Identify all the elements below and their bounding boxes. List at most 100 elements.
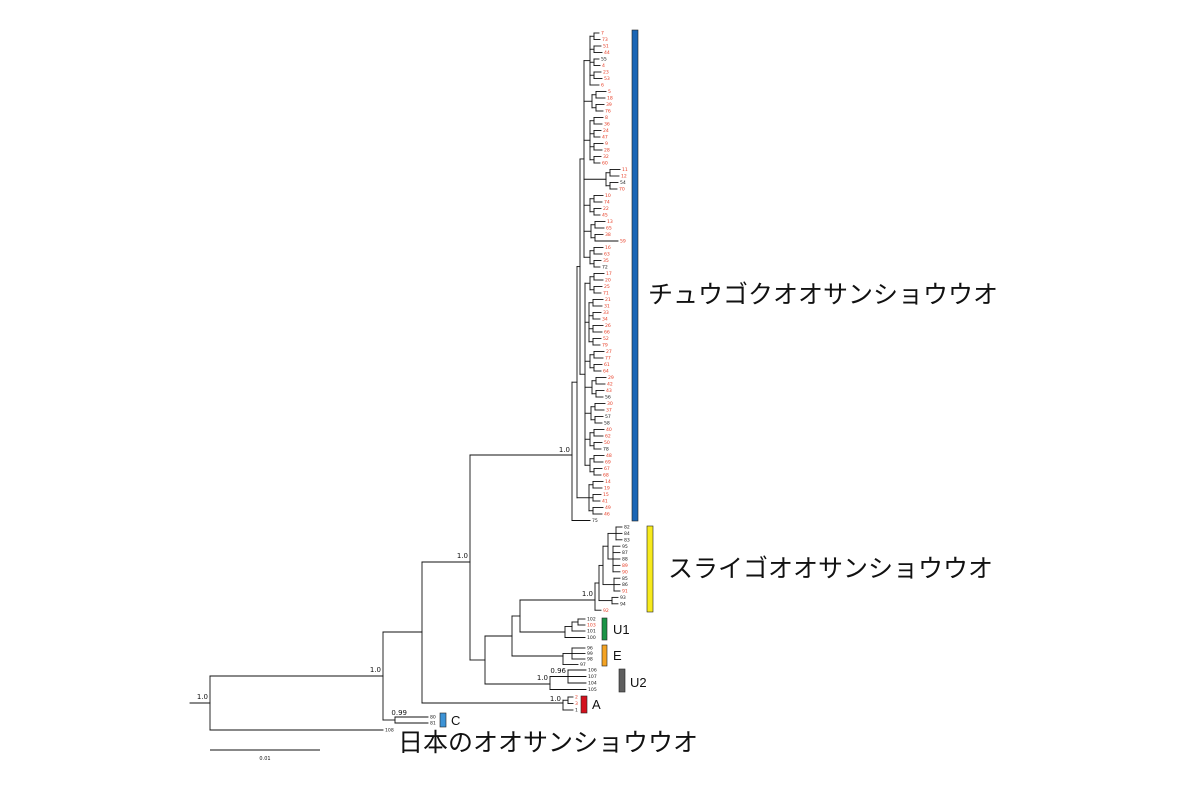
leaf-label: 29 — [608, 375, 614, 381]
leaf-label: 103 — [587, 623, 596, 629]
leaf-label: 11 — [622, 167, 628, 173]
leaf-label: 22 — [603, 206, 609, 212]
leaf-label: 39 — [606, 102, 612, 108]
leaf-label: 17 — [606, 271, 612, 277]
leaf-label: 7 — [601, 31, 604, 37]
leaf-label: 57 — [605, 414, 611, 420]
leaf-label: 6 — [601, 83, 604, 89]
leaf-label: 75 — [592, 518, 598, 524]
leaf-label: 108 — [385, 728, 394, 734]
leaf-label: 92 — [603, 608, 609, 614]
clade-bar-chinese — [631, 29, 639, 522]
leaf-label: 99 — [587, 651, 593, 657]
leaf-label: 21 — [605, 297, 611, 303]
leaf-label: 37 — [606, 408, 612, 414]
leaf-label: 77 — [605, 356, 611, 362]
leaf-label: 13 — [607, 219, 613, 225]
leaf-label: 97 — [580, 662, 586, 668]
leaf-label: 19 — [604, 486, 610, 492]
scale-bar-label: 0.01 — [259, 756, 270, 762]
leaf-label: 3 — [575, 701, 578, 707]
clade-bar-c — [439, 712, 447, 728]
leaf-label: 51 — [603, 44, 609, 50]
leaf-label: 18 — [607, 96, 613, 102]
leaf-label: 76 — [605, 109, 611, 115]
leaf-label: 87 — [622, 550, 628, 556]
leaf-label: 20 — [605, 278, 611, 284]
leaf-label: 16 — [605, 245, 611, 251]
leaf-label: 82 — [624, 525, 630, 531]
leaf-label: 85 — [622, 576, 628, 582]
leaf-label: 78 — [603, 447, 609, 453]
leaf-label: 71 — [603, 291, 609, 297]
clade-bar-e — [601, 644, 608, 667]
leaf-label: 58 — [604, 421, 610, 427]
leaf-label: 86 — [622, 582, 628, 588]
leaf-label: 60 — [602, 161, 608, 167]
leaf-label: 63 — [604, 252, 610, 258]
leaf-label: 102 — [587, 617, 596, 623]
support-c: 0.99 — [391, 709, 407, 717]
leaf-label: 70 — [619, 187, 625, 193]
leaf-label: 94 — [620, 601, 626, 607]
tree-branches — [189, 32, 623, 731]
leaf-label: 79 — [602, 343, 608, 349]
leaf-label: 1 — [575, 708, 578, 714]
leaf-label: 45 — [602, 213, 608, 219]
leaf-label: 15 — [603, 492, 609, 498]
leaf-label: 47 — [602, 135, 608, 141]
leaf-label: 84 — [624, 531, 630, 537]
leaf-label: 32 — [603, 154, 609, 160]
leaf-label: 90 — [622, 569, 628, 575]
clade-bar-a — [580, 695, 588, 714]
support-u2: 1.0 — [537, 674, 548, 682]
clade-bar-u1 — [601, 617, 608, 641]
support-chinese: 1.0 — [559, 446, 570, 454]
leaf-label: 25 — [604, 284, 610, 290]
leaf-label: 91 — [622, 589, 628, 595]
leaf-label: 100 — [587, 635, 596, 641]
clade-bar-u2 — [618, 668, 626, 693]
leaf-label: 40 — [606, 427, 612, 433]
leaf-label: 33 — [603, 310, 609, 316]
leaf-label: 31 — [604, 304, 610, 310]
leaf-label: 73 — [602, 37, 608, 43]
leaf-label: 8 — [605, 115, 608, 121]
clade-bar-sligo — [646, 525, 654, 613]
leaf-label: 72 — [602, 265, 608, 271]
leaf-label: 96 — [587, 646, 593, 652]
leaf-label: 69 — [605, 460, 611, 466]
leaf-label: 107 — [588, 674, 597, 680]
leaf-label: 55 — [601, 57, 607, 63]
leaf-label: 27 — [606, 349, 612, 355]
clade-label-u2: U2 — [630, 675, 647, 690]
leaf-label: 28 — [604, 148, 610, 154]
leaf-label: 35 — [603, 258, 609, 264]
leaf-label: 34 — [602, 317, 608, 323]
species-label-chinese: チュウゴクオオサンショウウオ — [648, 280, 998, 309]
leaf-label: 65 — [606, 226, 612, 232]
leaf-label: 48 — [606, 453, 612, 459]
leaf-label: 98 — [587, 657, 593, 663]
leaf-label: 64 — [603, 369, 609, 375]
leaf-label: 50 — [604, 440, 610, 446]
leaf-label: 26 — [605, 323, 611, 329]
leaf-label: 54 — [620, 180, 626, 186]
leaf-label: 95 — [622, 544, 628, 550]
leaf-label: 10 — [605, 193, 611, 199]
leaf-label: 41 — [602, 499, 608, 505]
clade-label-c: C — [451, 713, 460, 728]
leaf-label: 23 — [603, 70, 609, 76]
leaf-label: 2 — [575, 695, 578, 701]
leaf-label: 67 — [604, 466, 610, 472]
leaf-label: 88 — [622, 557, 628, 563]
leaf-label: 59 — [620, 239, 626, 245]
leaf-label: 4 — [602, 63, 605, 69]
support-chinese-plus-others: 1.0 — [457, 552, 468, 560]
leaf-label: 12 — [621, 174, 627, 180]
leaf-label: 24 — [603, 128, 609, 134]
clade-label-u1: U1 — [613, 622, 630, 637]
leaf-label: 105 — [588, 687, 597, 693]
leaf-label: 38 — [605, 232, 611, 238]
